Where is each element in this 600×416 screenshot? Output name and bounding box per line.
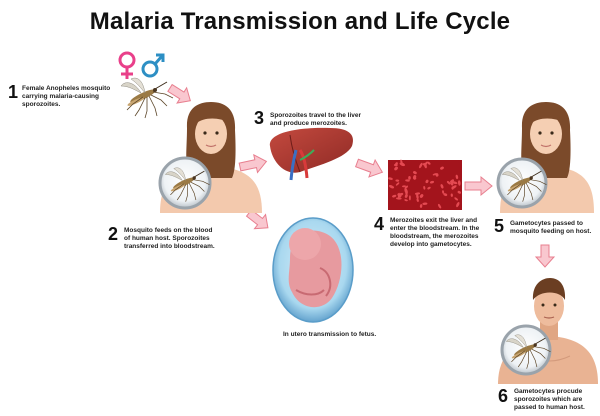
blood-cell (398, 192, 404, 197)
blood-cell (388, 177, 393, 180)
blood-cell (397, 193, 402, 198)
blood-cell (440, 166, 444, 170)
blood-cell (450, 179, 454, 183)
blood-cell (397, 192, 400, 199)
male-symbol-icon (141, 53, 165, 78)
blood-cell (405, 179, 410, 182)
blood-cell (414, 192, 421, 195)
step-4-number: 4 (374, 214, 385, 234)
blood-cell (419, 204, 423, 208)
blood-cell (456, 202, 460, 208)
blood-cell (395, 179, 400, 182)
blood-cell (440, 184, 444, 189)
blood-cell (399, 162, 406, 167)
blood-cell (402, 185, 406, 188)
magnifier-lens-2 (496, 157, 548, 209)
blood-cell (392, 194, 397, 198)
blood-cell (457, 180, 461, 186)
blood-cell (427, 186, 431, 190)
blood-cell (408, 195, 411, 201)
step-3-number: 3 (254, 108, 265, 128)
blood-cell (393, 163, 398, 167)
blood-cell (400, 159, 403, 165)
blood-cell (423, 186, 426, 190)
blood-cell (412, 171, 417, 175)
liver-illustration (269, 127, 354, 181)
blood-cell (408, 176, 411, 180)
blood-cell (438, 203, 442, 209)
step-6-number: 6 (498, 386, 509, 406)
blood-cell (451, 186, 454, 190)
blood-cell (395, 182, 400, 186)
blood-cell (454, 197, 459, 201)
step-2-number: 2 (108, 224, 119, 244)
fetus-illustration (272, 217, 354, 323)
blood-cell (425, 179, 429, 184)
blood-cell (412, 176, 417, 180)
blood-cell (416, 193, 419, 200)
blood-cell (394, 162, 398, 167)
step-5-number: 5 (494, 216, 505, 236)
blood-cell (404, 188, 408, 194)
magnifier-lens-1 (158, 156, 212, 210)
blood-cell (405, 191, 408, 195)
blood-cell (404, 194, 408, 198)
blood-cell (394, 166, 398, 171)
blood-cell (450, 181, 454, 186)
blood-cell (413, 175, 417, 179)
blood-cell (422, 163, 427, 166)
blood-cell (395, 197, 402, 200)
blood-cell (419, 194, 424, 198)
blood-cell (451, 185, 457, 190)
blood-cell (451, 181, 458, 185)
blood-cell (443, 193, 448, 197)
blood-cell (435, 173, 439, 177)
blood-cell (455, 174, 459, 180)
blood-cell (457, 190, 461, 194)
blood-cell (432, 173, 437, 176)
blood-cell (450, 193, 453, 197)
fetus-caption: In utero transmission to fetus. (283, 331, 377, 338)
blood-cell (446, 180, 451, 185)
blood-cell (427, 161, 431, 165)
page-title: Malaria Transmission and Life Cycle (89, 8, 511, 35)
female-host-figure-1 (160, 102, 262, 213)
blood-sample-illustration (388, 159, 462, 210)
magnifier-lens-3 (500, 324, 552, 376)
blood-cell (388, 184, 395, 189)
blood-cell (442, 190, 445, 194)
step-1-number: 1 (8, 82, 19, 102)
blood-cell (429, 180, 435, 184)
female-host-figure-2 (500, 102, 594, 213)
male-host-figure (498, 278, 598, 384)
blood-cell (423, 162, 427, 169)
blood-cell (404, 199, 408, 202)
blood-cell (424, 161, 428, 166)
female-symbol-icon (118, 51, 136, 79)
blood-cell (404, 185, 409, 189)
blood-cell (422, 202, 428, 205)
blood-cell (416, 198, 419, 202)
blood-cell (419, 162, 423, 169)
